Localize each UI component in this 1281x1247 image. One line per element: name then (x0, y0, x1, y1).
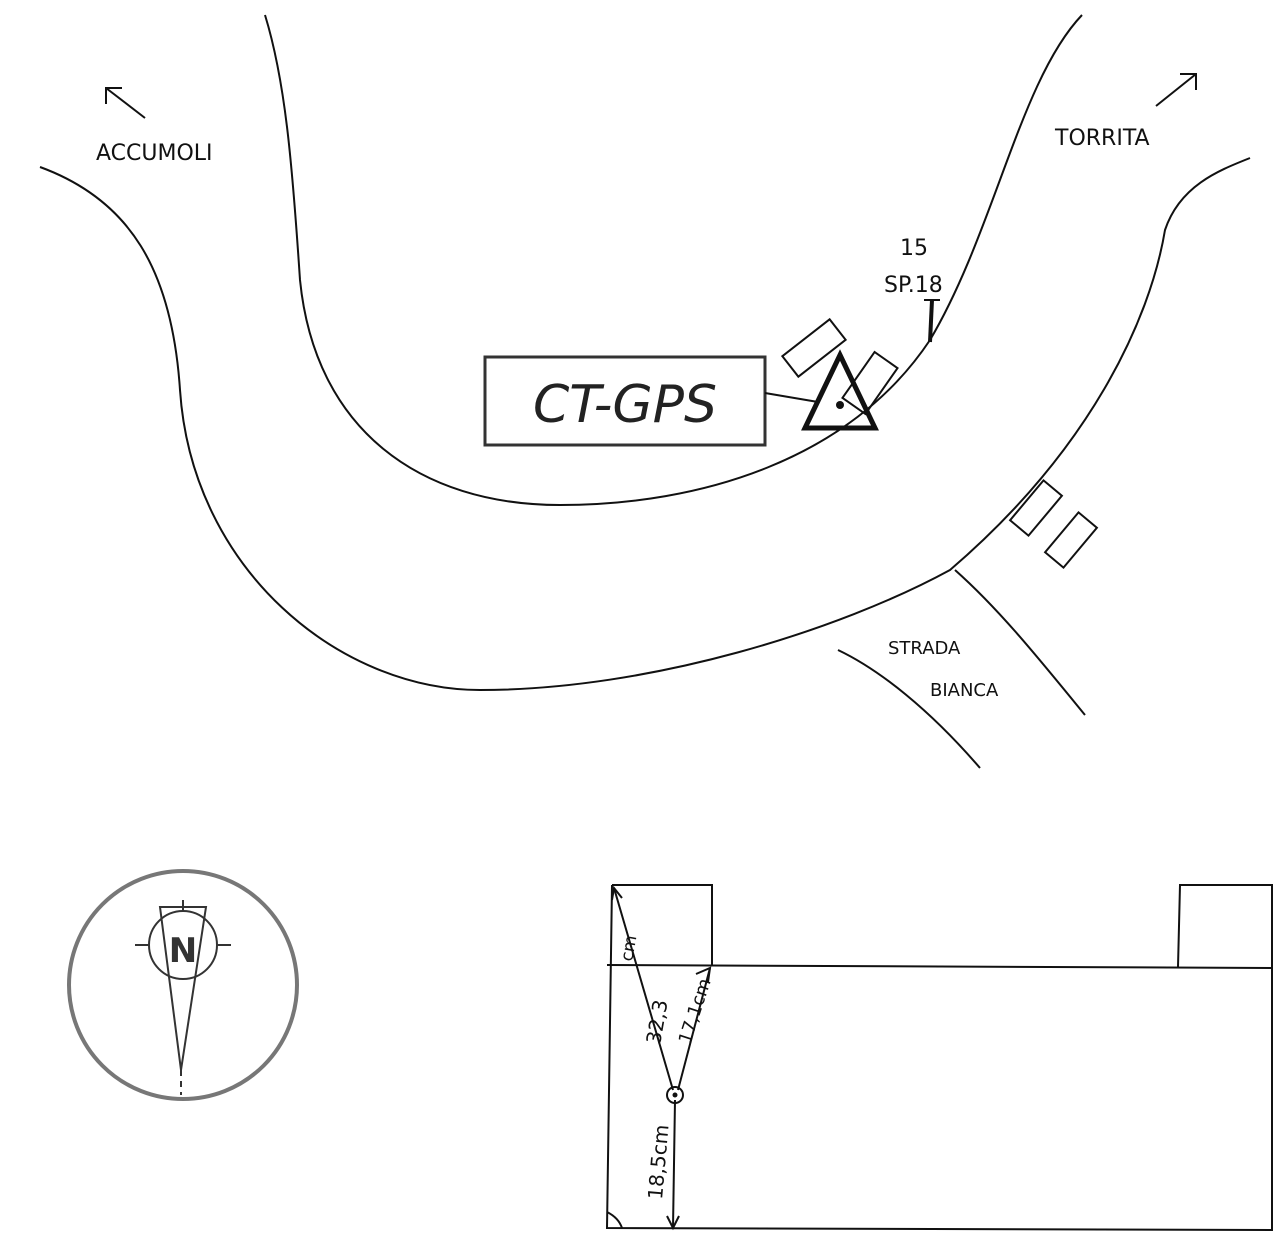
svg-text:17,1cm: 17,1cm (675, 976, 716, 1047)
building (780, 317, 848, 379)
label-bianca: BIANCA (930, 680, 999, 701)
svg-text:32,3: 32,3 (641, 998, 672, 1046)
arrow-to-accumoli-icon (105, 87, 146, 119)
label-accumoli: ACCUMOLI (96, 141, 213, 166)
label-km: 15 (900, 236, 928, 261)
label-road-name: SP.18 (884, 273, 943, 298)
placement-detail-diagram: cm 32,3 17,1cm 18,5cm (605, 884, 1273, 1232)
arrow-to-torrita-icon (1155, 73, 1197, 107)
station-label-box (483, 355, 767, 447)
dirt-road-edge (837, 649, 981, 769)
svg-text:N: N (169, 931, 197, 971)
svg-text:cm: cm (617, 934, 641, 963)
building (841, 350, 899, 416)
label-torrita: TORRITA (1054, 126, 1150, 151)
svg-text:18,5cm: 18,5cm (643, 1124, 673, 1201)
station-label: CT-GPS (533, 375, 717, 435)
km-post (928, 299, 934, 343)
building (1043, 510, 1099, 570)
building (1008, 478, 1064, 538)
north-compass-icon: N (67, 869, 299, 1101)
gps-station-triangle-icon (801, 349, 879, 431)
road-outer-edge (39, 157, 1251, 692)
label-strada: STRADA (888, 638, 961, 659)
road-inner-edge (264, 14, 1083, 507)
dirt-road-edge (954, 569, 1086, 716)
